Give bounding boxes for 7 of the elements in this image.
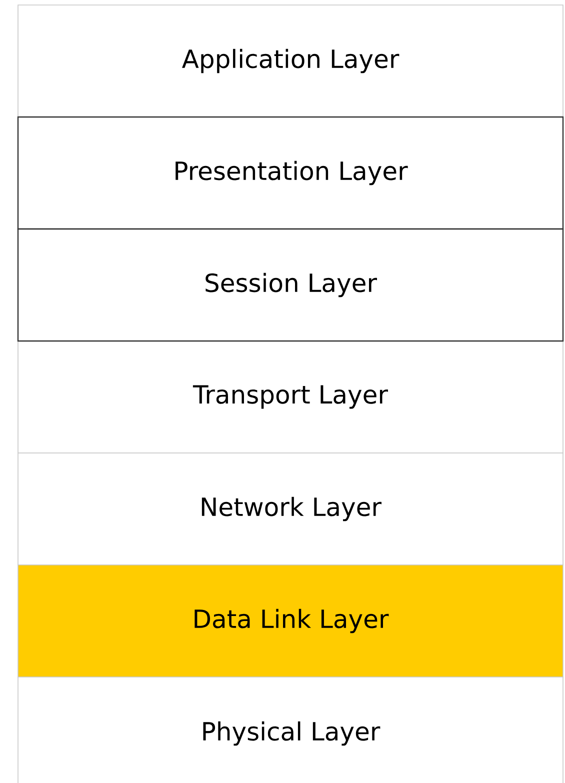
layer-box: Session Layer: [17, 228, 564, 342]
layer-box: Physical Layer: [18, 676, 564, 783]
layer-box: Presentation Layer: [17, 116, 564, 230]
layer-box: Data Link Layer: [18, 564, 564, 678]
layer-box: Transport Layer: [18, 340, 564, 454]
layer-box: Application Layer: [18, 4, 564, 118]
layer-box: Network Layer: [18, 452, 564, 566]
